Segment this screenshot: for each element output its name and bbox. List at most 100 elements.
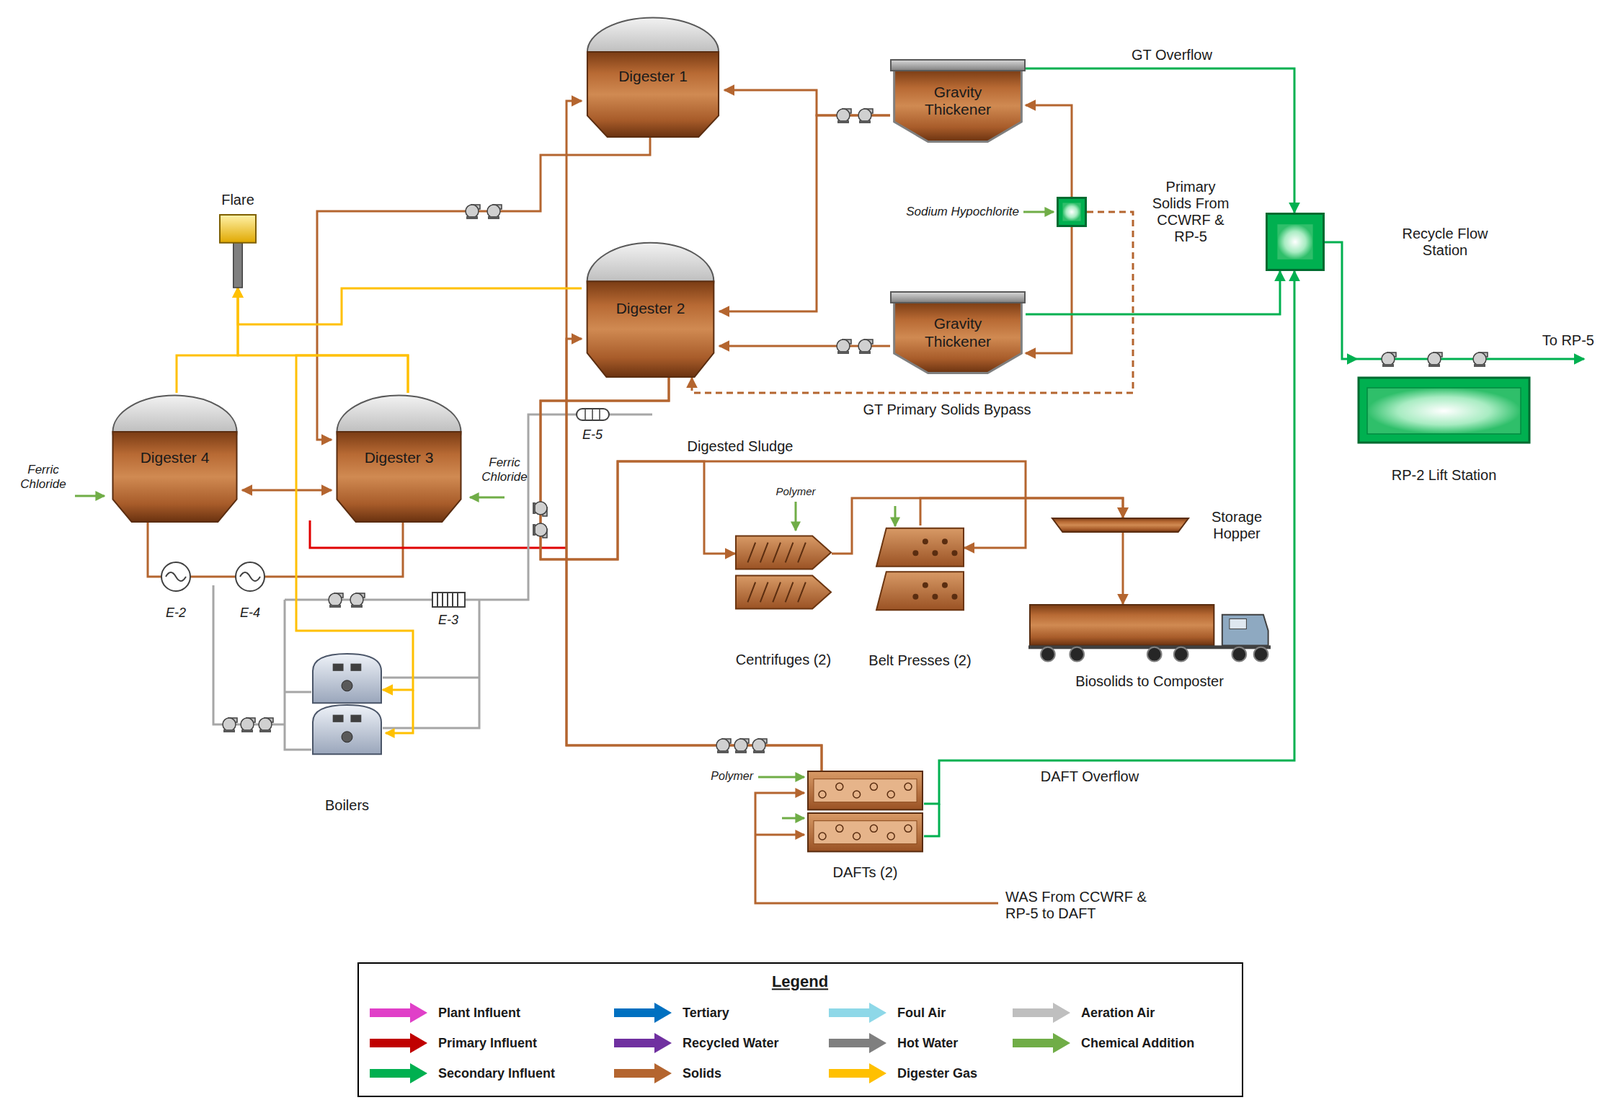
truck-window <box>1229 619 1247 630</box>
node-label: Storage Hopper <box>1200 508 1273 542</box>
pipe-connector <box>566 100 822 771</box>
node-label: Boilers <box>325 797 370 814</box>
pump-symbol <box>836 108 852 124</box>
daft-bubble <box>818 790 826 798</box>
legend-text: Aeration Air <box>1081 1005 1155 1021</box>
pump-body <box>328 593 342 607</box>
pipe-connector <box>1025 105 1072 197</box>
hot-water-line <box>382 599 480 728</box>
tank-body <box>587 281 715 377</box>
chemical-line <box>781 817 805 820</box>
daft-tank <box>807 771 923 810</box>
boiler-window <box>332 663 344 671</box>
gravity-thickener: Gravity Thickener <box>890 59 1026 143</box>
thickener-body <box>894 69 1022 142</box>
pump-base <box>1428 363 1440 367</box>
node-label: Primary Solids From CCWRF & RP-5 <box>1144 178 1237 246</box>
pump-body <box>222 717 236 731</box>
node-shape <box>219 214 257 288</box>
pump-body <box>836 108 850 122</box>
pump-body <box>1427 352 1441 366</box>
pump-body <box>465 204 479 218</box>
legend-entry: Digester Gas <box>828 1063 978 1084</box>
pump-base <box>259 729 271 733</box>
pump-symbol <box>716 738 731 754</box>
pipe-label: GT Overflow <box>1128 46 1216 64</box>
centrifuge-scroll <box>797 582 806 603</box>
chemical-label: Ferric Chloride <box>14 462 73 491</box>
flare-head <box>219 214 256 243</box>
boiler-burner <box>341 731 353 743</box>
pipe-connector <box>176 287 238 393</box>
belt-roller <box>922 538 929 545</box>
legend-swatch <box>828 1002 887 1023</box>
centrifuge-scroll <box>785 542 794 563</box>
truck-wheel <box>1069 647 1084 662</box>
node-label: Digester 1 <box>618 67 688 86</box>
legend-entry: Plant Influent <box>369 1002 521 1023</box>
legend-entry: Aeration Air <box>1012 1002 1155 1023</box>
belt-roller <box>951 549 958 556</box>
legend-text: Chemical Addition <box>1081 1035 1195 1051</box>
centrifuge-scroll <box>785 582 794 603</box>
legend-text: Hot Water <box>897 1035 958 1051</box>
thickener-rim <box>890 291 1025 303</box>
centrifuge-scroll <box>747 542 756 563</box>
node-label: Gravity Thickener <box>907 314 1009 350</box>
boiler-window <box>350 714 362 723</box>
heat-exchanger-tubes <box>437 592 458 607</box>
legend-arrow <box>1012 1002 1071 1023</box>
hopper-body <box>1052 518 1189 532</box>
pump-body <box>534 501 548 515</box>
centrifuge-scroll <box>747 582 756 603</box>
node-label: Biosolids to Composter <box>1075 673 1224 690</box>
centrifuge-unit <box>735 535 831 569</box>
discharge-line <box>1530 358 1585 361</box>
boiler-unit <box>312 704 382 754</box>
pump-body <box>734 738 748 752</box>
pump-symbol <box>487 204 502 220</box>
pump-base <box>241 729 253 733</box>
node-shape <box>806 770 924 855</box>
tank-body <box>112 431 237 522</box>
pump-body <box>716 738 730 752</box>
pipe-label: Digested Sludge <box>684 438 797 455</box>
pump-symbol <box>532 523 548 538</box>
node-shape <box>1056 196 1087 228</box>
truck-wheel <box>1174 647 1189 662</box>
legend-swatch <box>828 1063 887 1084</box>
node-shape <box>735 532 832 612</box>
belt-roller <box>912 549 919 556</box>
gravity-thickener: Gravity Thickener <box>890 291 1026 375</box>
pump-symbol <box>328 593 344 608</box>
pipe-connector <box>719 115 891 312</box>
gas-line <box>385 689 413 733</box>
pump-symbol <box>1427 352 1443 367</box>
legend-text: Solids <box>682 1065 722 1082</box>
belt-press-unit <box>876 571 964 610</box>
daft-bubble <box>853 832 861 840</box>
pipe-label: GT Primary Solids Bypass <box>859 401 1034 419</box>
lift-station: RP-2 Lift Station <box>1357 345 1531 444</box>
digester-tank: Digester 1 <box>581 15 725 138</box>
pipe-connector <box>540 377 736 560</box>
pump-body <box>1381 352 1395 366</box>
pump-body <box>258 717 272 731</box>
box-frame <box>1267 214 1324 271</box>
legend-arrow <box>614 1063 672 1084</box>
mixing-box: Primary Solids From CCWRF & RP-5 <box>1056 196 1087 228</box>
pump-symbol <box>222 717 238 733</box>
legend-entry: Foul Air <box>828 1002 946 1023</box>
pipe-connector <box>1122 532 1125 604</box>
pump-base <box>753 750 765 754</box>
pump-symbol <box>240 717 256 733</box>
was-line <box>755 833 805 837</box>
pump-base <box>350 604 363 608</box>
chemical-label: Sodium Hypochlorite <box>905 204 1020 220</box>
pump-body <box>858 339 872 353</box>
biosolids-truck: Biosolids to Composter <box>1028 603 1271 664</box>
boiler-unit <box>312 653 382 703</box>
pump-base <box>735 750 747 754</box>
chemical-line <box>794 501 798 531</box>
